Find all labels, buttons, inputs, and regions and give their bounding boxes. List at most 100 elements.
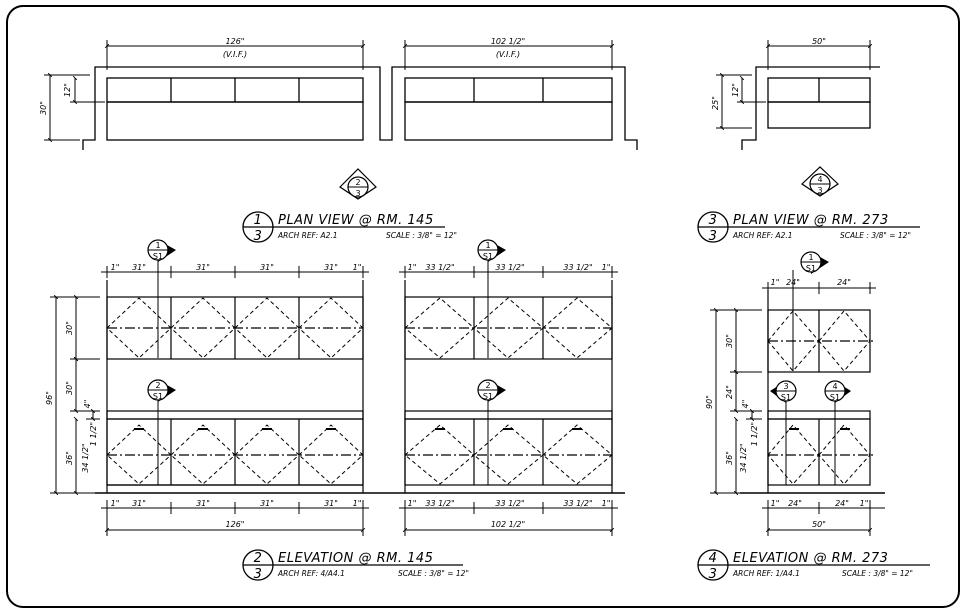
- elev-145-vert-upper: 30": [65, 321, 74, 335]
- elev-273-bot-dim-1: 24": [788, 499, 802, 508]
- title-plan-273-ref: ARCH REF: A2.1: [732, 231, 793, 240]
- elev-273-marker-lr-bottom: S1: [830, 393, 840, 402]
- elev-273-vert-counter: 34 1/2": [739, 443, 748, 472]
- plan-145-depth-inner: 12": [63, 83, 72, 97]
- title-elev-145-ref: ARCH REF: 4/A4.1: [277, 569, 345, 578]
- plan-145-dim-right: 102 1/2": [491, 37, 525, 46]
- elev-145-vert-overall: 96": [45, 391, 54, 405]
- elev-145-top-dim-l0: 1": [111, 263, 120, 272]
- title-plan-145-sheet: 3: [254, 229, 263, 244]
- elev-145-top-dim-r4: 1": [602, 263, 611, 272]
- elev-273-marker-lr: 4 S1: [824, 380, 851, 403]
- sheet-border: [6, 5, 960, 608]
- elev-145-bot-dim-l5: 1": [353, 499, 362, 508]
- elev-273-vert-top: 1 1/2": [750, 422, 759, 446]
- plan-view-145: [82, 66, 638, 150]
- title-elev-273-text: ELEVATION @ RM. 273: [733, 551, 888, 566]
- elev-273-marker-ll-top: 3: [783, 382, 788, 391]
- elev-273-vert-gap: 24": [725, 385, 734, 399]
- title-plan-145: 1 3 PLAN VIEW @ RM. 145 ARCH REF: A2.1 S…: [242, 211, 457, 244]
- section-marker-plan-145: 2 3: [339, 168, 377, 200]
- elev-145-bot-dim-l3: 31": [260, 499, 274, 508]
- title-plan-273: 3 3 PLAN VIEW @ RM. 273 ARCH REF: A2.1 S…: [697, 211, 920, 244]
- elev-145-top-dim-l4: 31": [324, 263, 338, 272]
- elev-273-cut-verticals: [785, 270, 836, 485]
- section-marker-plan-273-bottom: 3: [817, 186, 822, 195]
- elev-145-marker-ul-top: 1: [155, 241, 160, 250]
- elev-145-marker-ll-bottom: S1: [153, 392, 163, 401]
- elev-145-bot-dim-l1: 31": [132, 499, 146, 508]
- elev-145-top-ticks: [106, 266, 613, 514]
- elev-145-counter-left: [106, 410, 364, 420]
- elev-273-top-dim-0: 1": [771, 278, 780, 287]
- elev-273-vert-upper: 30": [725, 334, 734, 348]
- elev-145-cut-verticals: [157, 258, 489, 485]
- title-plan-145-text: PLAN VIEW @ RM. 145: [278, 213, 434, 228]
- title-elev-145-number: 2: [254, 551, 263, 566]
- title-plan-273-sheet: 3: [709, 229, 718, 244]
- elev-145-top-dim-l2: 31": [196, 263, 210, 272]
- title-elev-273-scale: SCALE : 3/8" = 12": [842, 569, 913, 578]
- plan-view-273: [741, 66, 880, 150]
- plan-145-wall: [82, 66, 638, 150]
- elev-273-marker-upper-top: 1: [808, 253, 813, 262]
- elev-145-bot-dim-r1: 33 1/2": [425, 499, 454, 508]
- elev-145-bot-dim-r0: 1": [408, 499, 417, 508]
- title-elev-145-sheet: 3: [254, 567, 263, 582]
- section-marker-plan-273-top: 4: [817, 175, 822, 184]
- plan-273-base: [767, 101, 871, 129]
- plan-145-dim-right-note: (V.I.F.): [496, 50, 520, 59]
- elev-273-overall: 50": [812, 520, 826, 529]
- elev-145-marker-ll-top: 2: [155, 381, 160, 390]
- plan-145-base-left: [106, 101, 364, 141]
- elev-273-bot-dim-0: 1": [771, 499, 780, 508]
- title-elev-145-scale: SCALE : 3/8" = 12": [398, 569, 469, 578]
- plan-273-depth-inner: 12": [731, 83, 740, 97]
- title-plan-273-number: 3: [709, 213, 718, 228]
- elevation-145: [95, 280, 625, 494]
- elev-145-top-dim-l1: 31": [132, 263, 146, 272]
- elev-273-marker-lr-top: 4: [832, 382, 837, 391]
- section-marker-plan-145-top: 2: [355, 178, 360, 187]
- elev-273-counter: [767, 410, 871, 420]
- elev-145-bot-dim-r3: 33 1/2": [563, 499, 592, 508]
- title-plan-145-scale: SCALE : 3/8" = 12": [386, 231, 457, 240]
- plan-145-dim-left-note: (V.I.F.): [223, 50, 247, 59]
- elev-145-section-lines: [107, 327, 612, 456]
- plan-145-base-right: [404, 101, 613, 141]
- elev-145-top-dim-r2: 33 1/2": [495, 263, 524, 272]
- elev-273-marker-upper: 1 S1: [800, 251, 829, 274]
- elev-273-vert-base: 36": [725, 451, 734, 465]
- plan-273-dims: [716, 40, 873, 131]
- elev-273-vert-small: 4": [741, 400, 750, 409]
- section-marker-plan-145-bottom: 3: [355, 189, 360, 198]
- title-elev-273-ref: ARCH REF: 1/A4.1: [732, 569, 800, 578]
- elev-145-marker-lr-top: 2: [485, 381, 490, 390]
- title-plan-145-ref: ARCH REF: A2.1: [277, 231, 338, 240]
- elev-273-bot-dim-3: 1": [860, 499, 869, 508]
- elev-145-top-dim-l5: 1": [353, 263, 362, 272]
- title-elev-273: 4 3 ELEVATION @ RM. 273 ARCH REF: 1/A4.1…: [697, 549, 930, 582]
- elev-145-marker-ur-top: 1: [485, 241, 490, 250]
- elev-145-vert-gap: 30": [65, 381, 74, 395]
- elev-145-vert-top: 1 1/2": [89, 422, 98, 446]
- elev-145-vert-small: 4": [83, 400, 92, 409]
- elev-273-top-dim-1: 24": [786, 278, 800, 287]
- title-plan-273-scale: SCALE : 3/8" = 12": [840, 231, 911, 240]
- elev-145-counter-right: [404, 410, 613, 420]
- elev-145-bot-dim-r4: 1": [602, 499, 611, 508]
- plan-145-dim-left: 126": [226, 37, 245, 46]
- elev-145-top-dim-l3: 31": [260, 263, 274, 272]
- elev-145-marker-ur-bottom: S1: [483, 252, 493, 261]
- title-plan-273-text: PLAN VIEW @ RM. 273: [733, 213, 889, 228]
- elev-145-marker-lr: 2 S1: [477, 379, 506, 402]
- elev-273-top-dim-2: 24": [837, 278, 851, 287]
- elev-273-bot-dim-2: 24": [835, 499, 849, 508]
- elev-145-bot-dim-l2: 31": [196, 499, 210, 508]
- elev-145-vert-base: 36": [65, 451, 74, 465]
- elev-273-vert-overall: 90": [705, 395, 714, 409]
- elev-145-bot-dim-l0: 1": [111, 499, 120, 508]
- elev-145-marker-ur: 1 S1: [477, 239, 506, 262]
- elev-145-bot-dim-r2: 33 1/2": [495, 499, 524, 508]
